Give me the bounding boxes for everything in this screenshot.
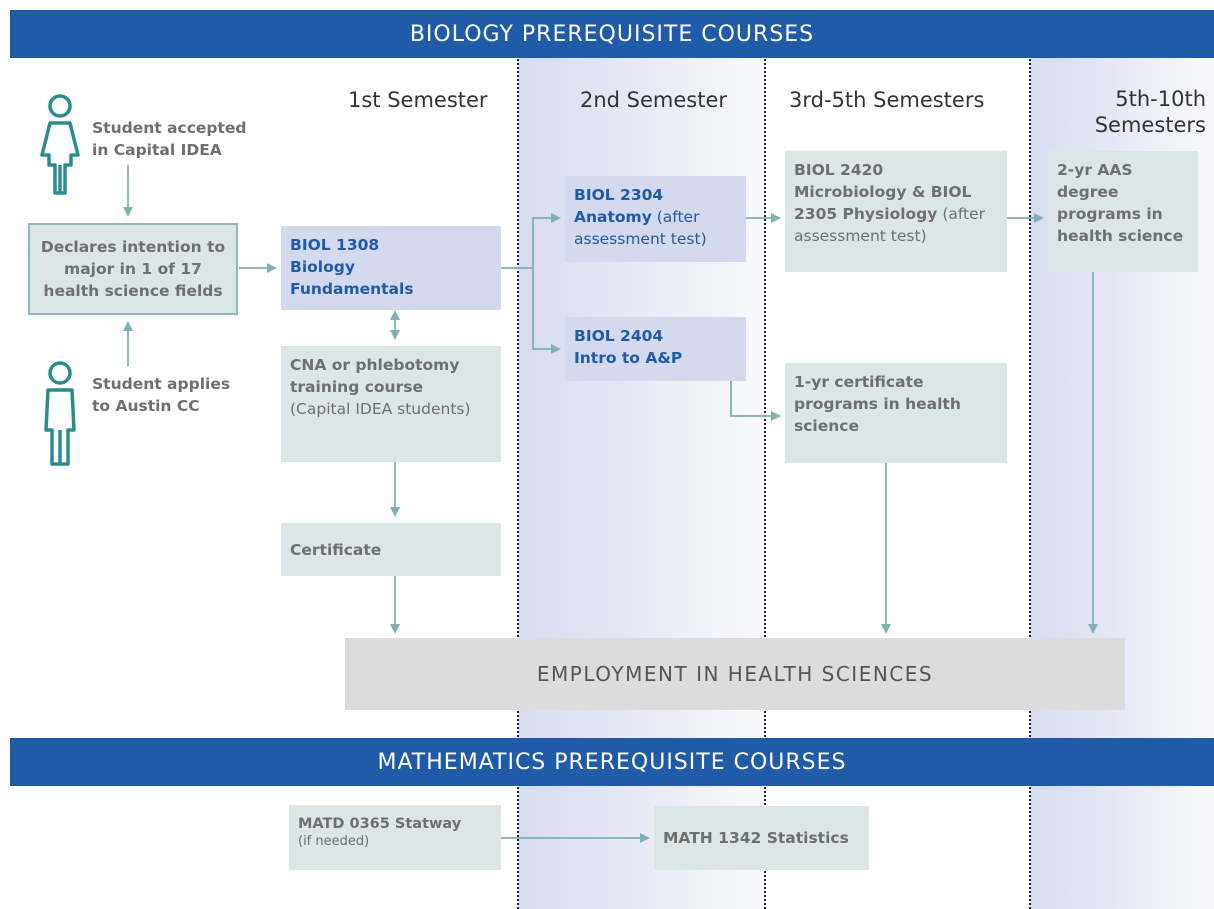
student-applies-line2: to Austin CC [92, 397, 200, 415]
cna-training-text: CNA or phlebotomy training course [290, 356, 460, 396]
math-1342-text: MATH 1342 Statistics [663, 829, 849, 847]
biol-2404-box: BIOL 2404 Intro to A&P [565, 317, 746, 381]
cna-training-note: (Capital IDEA students) [290, 400, 471, 418]
biol-2420-note: (after assessment test) [794, 205, 986, 245]
semester-4-line1: 5th-10th [1115, 87, 1206, 111]
math-1342-box: MATH 1342 Statistics [654, 806, 869, 870]
two-year-aas-text: 2-yr AAS degree programs in health scien… [1057, 161, 1184, 245]
arrow-biol1308-to-biol2304 [501, 213, 561, 269]
biol-1308-name: Biology Fundamentals [290, 258, 414, 298]
matd-0365-note: (if needed) [298, 834, 370, 849]
divider-2 [764, 48, 766, 909]
divider-1 [517, 48, 519, 909]
mathematics-banner: MATHEMATICS PREREQUISITE COURSES [10, 738, 1214, 786]
person-icon [44, 361, 76, 466]
student-accepted-line1: Student accepted [92, 119, 247, 137]
biol-2420-box: BIOL 2420 Microbiology & BIOL 2305 Physi… [785, 151, 1007, 272]
matd-0365-name: MATD 0365 Statway [298, 816, 462, 832]
student-accepted-line2: in Capital IDEA [92, 141, 222, 159]
person-icon [40, 94, 80, 195]
student-accepted-label: Student accepted in Capital IDEA [92, 117, 247, 161]
one-year-certificate-text: 1-yr certificate programs in health scie… [794, 373, 961, 435]
semester-2-header: 2nd Semester [580, 88, 728, 112]
certificate-text: Certificate [290, 540, 382, 559]
biol-1308-code: BIOL 1308 [290, 236, 380, 254]
matd-0365-box: MATD 0365 Statway (if needed) [289, 805, 501, 870]
semester-3-header: 3rd-5th Semesters [789, 88, 985, 112]
biol-2304-box: BIOL 2304 Anatomy (after assessment test… [565, 176, 746, 262]
two-year-aas-box: 2-yr AAS degree programs in health scien… [1048, 151, 1198, 272]
biol-2304-code: BIOL 2304 [574, 186, 664, 204]
employment-box: EMPLOYMENT IN HEALTH SCIENCES [345, 638, 1125, 710]
semester-4-line2: Semesters [1094, 113, 1206, 137]
biol-2420-code: BIOL 2420 [794, 161, 884, 179]
semester-4-header: 5th-10th Semesters [1095, 86, 1206, 138]
certificate-box: Certificate [281, 523, 501, 576]
cna-training-box: CNA or phlebotomy training course (Capit… [281, 346, 501, 462]
biol-2304-name: Anatomy [574, 208, 652, 226]
biology-banner: BIOLOGY PREREQUISITE COURSES [10, 10, 1214, 58]
biol-2304-details: Anatomy (after assessment test) [574, 206, 737, 250]
student-applies-label: Student applies to Austin CC [92, 373, 230, 417]
arrow-biol1308-to-biol2404 [532, 268, 561, 354]
semester-1-header: 1st Semester [348, 88, 488, 112]
biol-2420-details: Microbiology & BIOL 2305 Physiology (aft… [794, 181, 998, 247]
biol-2304-note: (after assessment test) [574, 208, 707, 248]
biol-2404-code: BIOL 2404 [574, 327, 664, 345]
student-applies-line1: Student applies [92, 375, 231, 393]
declares-intention-box: Declares intention to major in 1 of 17 h… [28, 223, 238, 315]
divider-3 [1029, 48, 1031, 909]
biol-2404-name: Intro to A&P [574, 349, 683, 367]
one-year-certificate-box: 1-yr certificate programs in health scie… [785, 363, 1007, 463]
arrow-biol2404-to-one-year [730, 381, 781, 421]
biol-1308-box: BIOL 1308 Biology Fundamentals [281, 226, 501, 310]
biol-2420-name: Microbiology & BIOL 2305 Physiology [794, 183, 972, 223]
